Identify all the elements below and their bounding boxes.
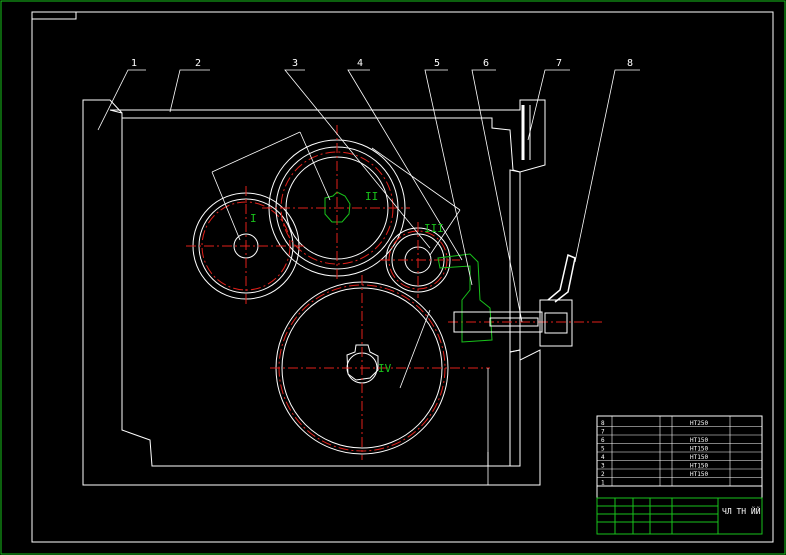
- inner-frame: [31, 11, 774, 543]
- parts-row-material: HT150: [690, 463, 708, 470]
- parts-row-no: 1: [601, 480, 605, 487]
- parts-row-no: 7: [601, 429, 605, 436]
- drawing-title: ЧЛ ТН ЙЙ: [722, 505, 761, 516]
- parts-row-material: HT150: [690, 437, 708, 444]
- balloon-numbers: 1 2 3 4 5 6 7 8: [131, 58, 633, 69]
- balloon-5: 5: [434, 58, 440, 69]
- balloon-1: 1: [131, 58, 137, 69]
- corner-box: [31, 11, 77, 20]
- gear-label-II: II: [365, 190, 378, 203]
- housing-left-wall: [82, 99, 541, 486]
- centerlines: [186, 125, 605, 460]
- parts-row-no: 5: [601, 446, 605, 453]
- balloon-3: 3: [292, 58, 298, 69]
- parts-row-material: HT250: [690, 420, 708, 427]
- housing-top-cover: [109, 99, 546, 173]
- shift-fork: [437, 253, 576, 347]
- lever-8: [547, 253, 576, 303]
- gear-label-III: III: [424, 222, 444, 235]
- housing-right-wall: [509, 169, 521, 353]
- parts-row-no: 4: [601, 454, 605, 461]
- gear-labels: I II III IV: [250, 190, 444, 375]
- gear-label-IV: IV: [378, 362, 392, 375]
- balloon-2: 2: [195, 58, 201, 69]
- parts-row-no: 2: [601, 471, 605, 478]
- balloon-4: 4: [357, 58, 363, 69]
- leader-lines: [97, 69, 640, 323]
- dimensions: [211, 131, 489, 485]
- balloon-7: 7: [556, 58, 562, 69]
- parts-row-material: HT150: [690, 471, 708, 478]
- balloon-6: 6: [483, 58, 489, 69]
- balloon-8: 8: [627, 58, 633, 69]
- parts-row-no: 3: [601, 463, 605, 470]
- parts-row-material: HT150: [690, 454, 708, 461]
- parts-row-no: 6: [601, 437, 605, 444]
- housing-bottom-right: [487, 349, 521, 467]
- parts-row-material: HT150: [690, 446, 708, 453]
- parts-row-no: 8: [601, 420, 605, 427]
- gear-label-I: I: [250, 212, 257, 225]
- housing: [82, 99, 546, 486]
